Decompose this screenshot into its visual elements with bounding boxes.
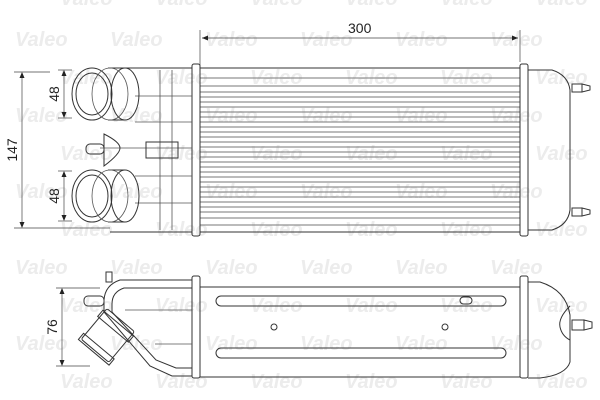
- svg-text:Valeo: Valeo: [345, 0, 398, 10]
- svg-text:Valeo: Valeo: [15, 257, 68, 279]
- svg-text:Valeo: Valeo: [535, 143, 588, 165]
- svg-text:Valeo: Valeo: [155, 371, 208, 393]
- svg-text:Valeo: Valeo: [110, 181, 163, 203]
- svg-text:Valeo: Valeo: [155, 67, 208, 89]
- svg-text:Valeo: Valeo: [300, 333, 353, 355]
- svg-text:Valeo: Valeo: [205, 105, 258, 127]
- width-dimension: 300: [199, 20, 521, 66]
- svg-text:Valeo: Valeo: [395, 105, 448, 127]
- svg-text:Valeo: Valeo: [250, 219, 303, 241]
- svg-text:Valeo: Valeo: [535, 0, 588, 10]
- svg-text:Valeo: Valeo: [110, 333, 163, 355]
- svg-text:Valeo: Valeo: [60, 0, 113, 10]
- side-view: 76: [44, 271, 593, 379]
- svg-text:Valeo: Valeo: [15, 333, 68, 355]
- svg-text:Valeo: Valeo: [490, 333, 543, 355]
- svg-text:Valeo: Valeo: [250, 143, 303, 165]
- svg-text:Valeo: Valeo: [300, 29, 353, 51]
- height-dimension: 147: [4, 71, 110, 229]
- lower-slot: [215, 347, 507, 359]
- svg-text:Valeo: Valeo: [15, 181, 68, 203]
- svg-text:Valeo: Valeo: [345, 219, 398, 241]
- svg-text:Valeo: Valeo: [205, 29, 258, 51]
- side-pipe: [77, 271, 192, 377]
- svg-text:Valeo: Valeo: [395, 257, 448, 279]
- svg-text:Valeo: Valeo: [60, 371, 113, 393]
- svg-text:Valeo: Valeo: [395, 29, 448, 51]
- side-pipe-label: 76: [44, 319, 60, 335]
- svg-text:Valeo: Valeo: [490, 257, 543, 279]
- svg-text:Valeo: Valeo: [155, 143, 208, 165]
- svg-text:Valeo: Valeo: [345, 143, 398, 165]
- svg-text:Valeo: Valeo: [535, 371, 588, 393]
- svg-text:Valeo: Valeo: [300, 257, 353, 279]
- svg-text:Valeo: Valeo: [440, 143, 493, 165]
- svg-text:Valeo: Valeo: [490, 105, 543, 127]
- svg-text:Valeo: Valeo: [15, 105, 68, 127]
- right-tank-side: [528, 281, 593, 379]
- svg-text:Valeo: Valeo: [155, 295, 208, 317]
- upper-slot: [215, 295, 507, 307]
- svg-text:Valeo: Valeo: [440, 0, 493, 10]
- svg-text:Valeo: Valeo: [250, 0, 303, 10]
- lower-pipe: [71, 169, 140, 223]
- svg-text:Valeo: Valeo: [535, 295, 588, 317]
- svg-text:Valeo: Valeo: [110, 29, 163, 51]
- svg-text:Valeo: Valeo: [155, 0, 208, 10]
- svg-text:Valeo: Valeo: [15, 29, 68, 51]
- svg-text:Valeo: Valeo: [60, 143, 113, 165]
- svg-text:Valeo: Valeo: [205, 257, 258, 279]
- core: [199, 67, 521, 233]
- right-tank: [528, 69, 591, 231]
- svg-text:Valeo: Valeo: [535, 219, 588, 241]
- svg-text:Valeo: Valeo: [345, 371, 398, 393]
- svg-text:Valeo: Valeo: [250, 371, 303, 393]
- svg-text:Valeo: Valeo: [110, 257, 163, 279]
- top-view: 300: [4, 20, 591, 237]
- upper-pipe: [71, 67, 140, 121]
- svg-text:Valeo: Valeo: [60, 219, 113, 241]
- svg-text:Valeo: Valeo: [440, 371, 493, 393]
- upper-pipe-label: 48: [46, 86, 62, 102]
- svg-text:Valeo: Valeo: [490, 29, 543, 51]
- lower-pipe-label: 48: [46, 188, 62, 204]
- upper-pipe-dimension: 48: [46, 69, 72, 119]
- svg-text:Valeo: Valeo: [440, 219, 493, 241]
- side-pipe-dimension: 76: [44, 287, 100, 367]
- svg-text:Valeo: Valeo: [110, 105, 163, 127]
- svg-text:Valeo: Valeo: [205, 333, 258, 355]
- total-height-label: 147: [4, 138, 20, 162]
- lower-pipe-dimension: 48: [46, 170, 72, 222]
- width-label: 300: [348, 20, 372, 36]
- svg-text:Valeo: Valeo: [300, 105, 353, 127]
- svg-text:Valeo: Valeo: [395, 333, 448, 355]
